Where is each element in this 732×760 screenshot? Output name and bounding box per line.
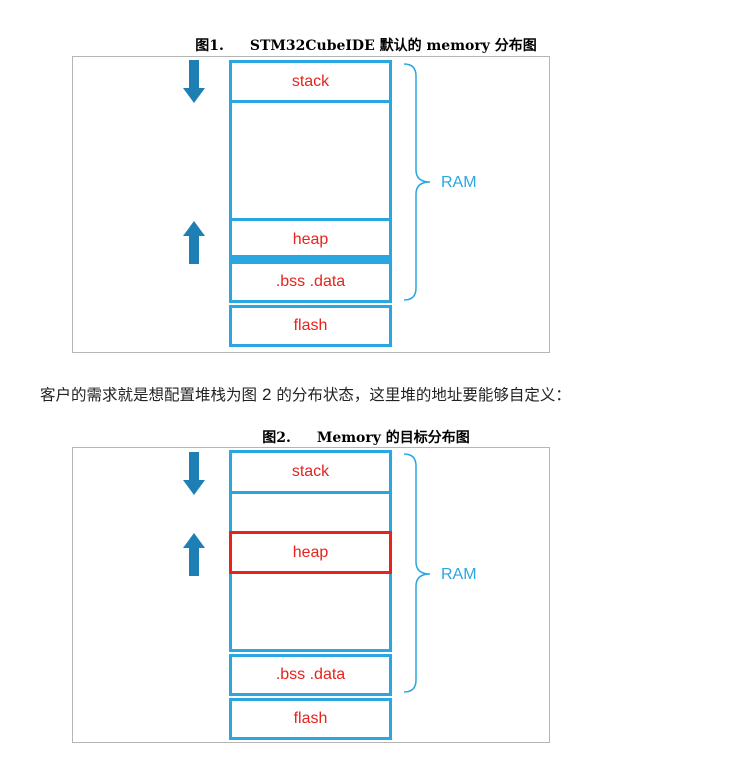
figure1-ram-label: RAM (441, 174, 477, 191)
figure1-frame (72, 56, 550, 353)
figure2-heap-label: heap (292, 543, 329, 561)
figure2-caption-number: 图2. (262, 430, 291, 446)
figure2-stack-label: stack (291, 462, 330, 480)
figure1-caption-number: 图1. (195, 38, 224, 54)
figure2-caption-title: Memory 的目标分布图 (316, 430, 470, 446)
figure1-arrow-up-icon (183, 221, 205, 264)
figure2-caption: 图2. Memory 的目标分布图 (0, 427, 732, 447)
body-text-post: 的分布状态，这里堆的地址要能够自定义： (271, 386, 571, 404)
figure2-arrow-down-icon (183, 452, 205, 495)
figure2-bss-data-label: .bss .data (275, 666, 346, 683)
figure1-heap-label: heap (292, 230, 329, 248)
figure1-stack-divider (229, 100, 392, 103)
figure1-arrow-down-icon (183, 60, 205, 103)
figure1-stack-label: stack (291, 72, 330, 90)
figure2-bss-data-block: .bss .data (229, 654, 392, 696)
figure1-caption-title: STM32CubeIDE 默认的 memory 分布图 (249, 38, 537, 54)
figure1-caption: 图1. STM32CubeIDE 默认的 memory 分布图 (0, 35, 732, 55)
figure1-flash-block: flash (229, 305, 392, 347)
figure1-bss-data-label: .bss .data (275, 273, 346, 290)
figure1-flash-label: flash (293, 317, 328, 334)
figure1-bss-data-block: .bss .data (229, 261, 392, 303)
figure1-stack-block: stack (229, 60, 392, 103)
body-text-pre: 客户的需求就是想配置堆栈为图 (40, 386, 262, 404)
figure2-flash-block: flash (229, 698, 392, 740)
figure2-flash-label: flash (293, 710, 328, 727)
body-text-figure-ref: 2 (261, 385, 272, 404)
figure1-ram-brace (403, 63, 431, 301)
figure2-stack-divider (229, 491, 392, 494)
figure2-arrow-up-icon (183, 533, 205, 576)
figure2-frame (72, 447, 550, 743)
figure2-stack-block: stack (229, 450, 392, 493)
figure1-ram-column (229, 60, 392, 258)
figure2-heap-block: heap (229, 531, 392, 574)
figure1-heap-block: heap (229, 218, 392, 261)
figure2-ram-brace (403, 453, 431, 693)
body-paragraph: 客户的需求就是想配置堆栈为图 2 的分布状态，这里堆的地址要能够自定义： (40, 383, 571, 405)
figure2-ram-label: RAM (441, 566, 477, 583)
